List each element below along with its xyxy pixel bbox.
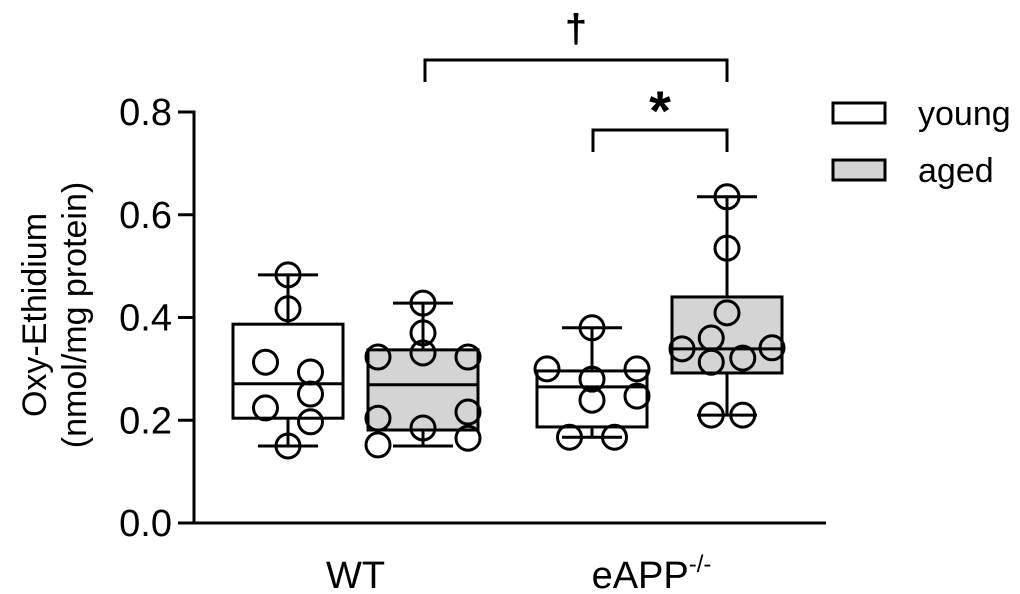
box-young-eapp <box>533 314 651 451</box>
box-iqr <box>535 369 649 429</box>
box-aged-wt <box>364 289 482 459</box>
box-iqr <box>670 295 784 375</box>
significance-dagger: † <box>423 7 729 82</box>
data-point <box>713 234 741 262</box>
data-point <box>713 299 741 327</box>
legend-item-aged: aged <box>831 152 994 190</box>
data-point <box>623 355 651 383</box>
data-point <box>364 431 392 459</box>
y-tick-label: 0.0 <box>119 503 172 545</box>
data-point <box>409 319 437 347</box>
y-axis-label-line1: Oxy-Ethidium <box>16 213 54 417</box>
x-tick-label: eAPP-/- <box>592 551 712 594</box>
data-point <box>297 380 324 408</box>
data-point <box>729 401 757 429</box>
y-ticks: 0.0 0.2 0.4 0.6 0.8 <box>119 92 194 545</box>
legend-label: young <box>918 95 1011 133</box>
x-tick-label: WT <box>326 555 385 594</box>
data-point <box>713 183 741 211</box>
data-point <box>297 358 324 386</box>
y-tick-label: 0.8 <box>119 92 172 134</box>
y-tick-label: 0.2 <box>119 400 172 442</box>
data-point <box>274 432 302 460</box>
data-point <box>454 343 482 371</box>
significance-bracket <box>591 128 729 152</box>
data-point <box>601 423 628 451</box>
box-iqr <box>231 322 345 420</box>
data-point <box>578 365 606 393</box>
data-point <box>533 355 561 383</box>
significance-annotations: †* <box>423 7 729 152</box>
data-point <box>454 424 482 452</box>
data-point <box>556 423 583 451</box>
data-point <box>578 386 606 414</box>
box-aged-eapp <box>668 183 786 429</box>
data-point <box>274 295 302 323</box>
y-tick-label: 0.4 <box>119 298 172 340</box>
significance-symbol: * <box>649 79 671 142</box>
data-point <box>697 401 725 429</box>
y-tick-label: 0.6 <box>119 195 172 237</box>
y-axis-label: Oxy-Ethidium (nmol/mg protein) <box>16 182 94 448</box>
data-point <box>623 382 651 410</box>
box-iqr <box>366 348 480 432</box>
data-point <box>409 414 437 442</box>
significance-bracket <box>423 58 729 82</box>
legend-swatch <box>831 158 887 182</box>
data-point <box>668 335 696 363</box>
legend: young aged <box>831 95 1011 190</box>
data-point <box>274 261 302 289</box>
legend-item-young: young <box>831 95 1011 133</box>
data-point <box>729 344 757 372</box>
legend-label: aged <box>918 152 994 190</box>
data-point <box>409 339 437 367</box>
y-axis-label-line2: (nmol/mg protein) <box>56 182 94 448</box>
box-young-wt <box>231 261 345 460</box>
data-point <box>297 408 324 436</box>
data-point <box>252 394 279 422</box>
data-point <box>364 343 392 371</box>
data-point <box>409 289 437 317</box>
data-point <box>697 348 725 376</box>
x-tick-labels: WT eAPP-/- <box>326 551 711 594</box>
data-point <box>758 334 786 362</box>
legend-swatch <box>831 101 887 125</box>
data-point <box>252 348 279 376</box>
significance-symbol: † <box>565 7 587 51</box>
data-point <box>364 404 392 432</box>
data-point <box>454 398 482 426</box>
boxes <box>231 183 786 460</box>
significance-star: * <box>591 79 729 152</box>
data-point <box>578 314 606 342</box>
